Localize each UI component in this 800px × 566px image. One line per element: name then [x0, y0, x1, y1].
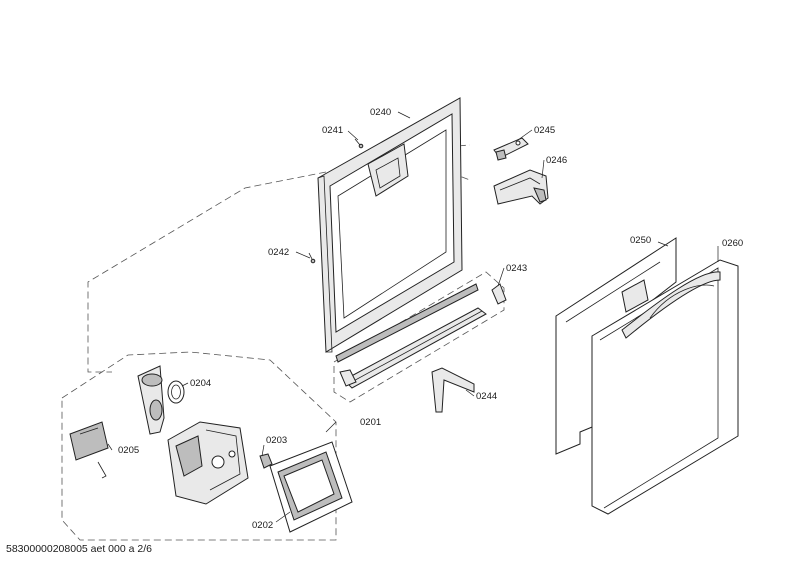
label-0204: 0204 — [190, 378, 211, 389]
leader-lines — [107, 111, 719, 523]
label-0201: 0201 — [360, 417, 381, 428]
label-0242: 0242 — [268, 247, 289, 258]
hinge-group-outline — [333, 271, 505, 403]
label-0240: 0240 — [370, 107, 391, 118]
part-0205 — [69, 421, 109, 479]
label-0260: 0260 — [722, 238, 743, 249]
label-0203: 0203 — [266, 435, 287, 446]
gasket-0202 — [269, 441, 353, 533]
label-0246: 0246 — [546, 155, 567, 166]
screw-0242 — [308, 252, 316, 264]
seal-rail-0243 — [335, 283, 507, 389]
drawing-reference: 58300000208005 aet 000 a 2/6 — [6, 543, 152, 555]
label-0250: 0250 — [630, 235, 651, 246]
label-0243: 0243 — [506, 263, 527, 274]
label-0241: 0241 — [322, 125, 343, 136]
hinge-part-0246 — [493, 169, 549, 205]
outer-door-panel-0260 — [591, 259, 739, 515]
hinge-part-0245 — [493, 137, 529, 161]
bracket-0244 — [431, 367, 475, 413]
label-0205: 0205 — [118, 445, 139, 456]
label-0245: 0245 — [534, 125, 555, 136]
label-0202: 0202 — [252, 520, 273, 531]
inner-door-frame — [317, 97, 463, 353]
label-0244: 0244 — [476, 391, 497, 402]
part-0203 — [259, 453, 273, 469]
dispenser-cover-0204 — [137, 365, 185, 435]
door-group-outline — [87, 171, 327, 373]
dispenser-0201 — [167, 421, 249, 505]
screw-0241 — [354, 138, 364, 149]
